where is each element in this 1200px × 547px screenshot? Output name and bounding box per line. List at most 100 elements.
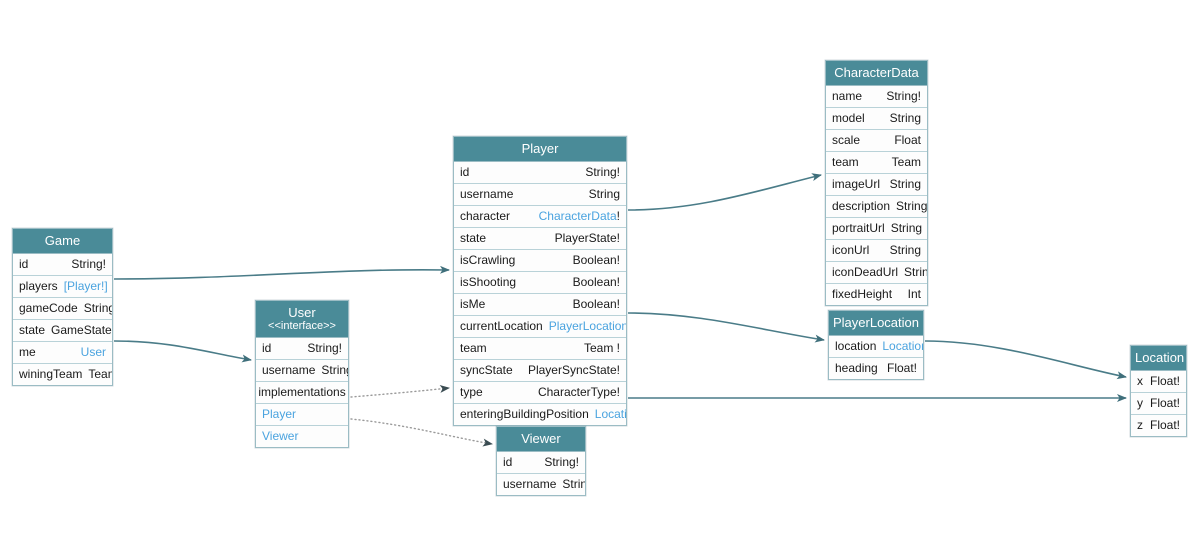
field-type: Float! (1149, 374, 1180, 388)
field-name: z (1137, 418, 1143, 432)
field-name: id (19, 257, 29, 271)
field-row[interactable]: z Float! (1131, 415, 1186, 436)
field-name: isShooting (460, 275, 517, 289)
field-type: String! (886, 89, 921, 103)
field-name[interactable]: Player (262, 407, 297, 421)
entity-name: Game (44, 233, 81, 248)
field-type: String (896, 199, 927, 213)
field-row[interactable]: Player (256, 404, 348, 426)
field-name: x (1137, 374, 1143, 388)
field-row[interactable]: enteringBuildingPosition Location (454, 404, 626, 425)
field-type[interactable]: [Player!] (64, 279, 108, 293)
field-row[interactable]: username String (497, 474, 585, 495)
field-name: id (460, 165, 470, 179)
field-row[interactable]: winingTeamTeam (13, 364, 112, 385)
field-row[interactable]: gameCodeString! (13, 298, 112, 320)
field-name: syncState (460, 363, 513, 377)
field-row[interactable]: id String! (13, 254, 112, 276)
field-row[interactable]: implementations (256, 382, 348, 404)
field-type: String (904, 265, 927, 279)
entity-user[interactable]: User<<interface>>idString!usernameString… (255, 300, 349, 448)
field-name: currentLocation (460, 319, 543, 333)
field-row[interactable]: locationLocation! (829, 336, 923, 358)
entity-title: CharacterData (826, 61, 927, 86)
field-type: String (890, 221, 923, 235)
field-name: enteringBuildingPosition (460, 407, 589, 421)
field-type-link[interactable]: User (80, 345, 106, 359)
field-type-link[interactable]: Location (882, 339, 923, 353)
field-type-link[interactable]: [Player!] (63, 279, 108, 293)
field-type: String! (71, 257, 106, 271)
field-type: String (588, 187, 620, 201)
field-row[interactable]: x Float! (1131, 371, 1186, 393)
field-row[interactable]: character CharacterData! (454, 206, 626, 228)
field-name: gameCode (19, 301, 78, 315)
field-type[interactable]: Location (595, 407, 626, 421)
edge-2 (627, 173, 822, 211)
field-row[interactable]: iconDeadUrlString (826, 262, 927, 284)
field-type-link[interactable]: PlayerLocation (548, 319, 626, 333)
field-type: Float! (886, 361, 917, 375)
field-type: GameState! (51, 323, 112, 337)
field-type[interactable]: PlayerLocation! (549, 319, 626, 333)
field-type[interactable]: CharacterData! (539, 209, 620, 223)
field-type-link[interactable]: Location (594, 407, 626, 421)
field-name: character (460, 209, 511, 223)
entity-name: User (288, 305, 316, 320)
field-type[interactable]: Location! (882, 339, 923, 353)
field-row[interactable]: scale Float (826, 130, 927, 152)
field-name[interactable]: Viewer (262, 429, 299, 443)
field-name: state (460, 231, 487, 245)
field-row[interactable]: team Team ! (454, 338, 626, 360)
field-type: Team ! (583, 341, 620, 355)
field-type: Float! (1149, 418, 1180, 432)
field-type: Float (894, 133, 921, 147)
field-name: isMe (460, 297, 486, 311)
field-row[interactable]: Viewer (256, 426, 348, 447)
field-row[interactable]: currentLocation PlayerLocation! (454, 316, 626, 338)
field-row[interactable]: players[Player!] (13, 276, 112, 298)
field-name: team (460, 341, 487, 355)
field-name: description (832, 199, 891, 213)
field-type: String! (307, 341, 342, 355)
field-type-link[interactable]: CharacterData (538, 209, 617, 223)
field-type[interactable]: User (81, 345, 106, 359)
field-name: username (503, 477, 557, 491)
field-name: type (460, 385, 483, 399)
field-type: String (562, 477, 585, 491)
entity-title: Player (454, 137, 626, 162)
entity-name: CharacterData (834, 65, 919, 80)
entity-playerlocation[interactable]: PlayerLocationlocationLocation!headingFl… (828, 310, 924, 380)
field-name: scale (832, 133, 861, 147)
field-row[interactable]: description String (826, 196, 927, 218)
field-name: winingTeam (19, 367, 83, 381)
field-name: implementations (258, 385, 346, 399)
